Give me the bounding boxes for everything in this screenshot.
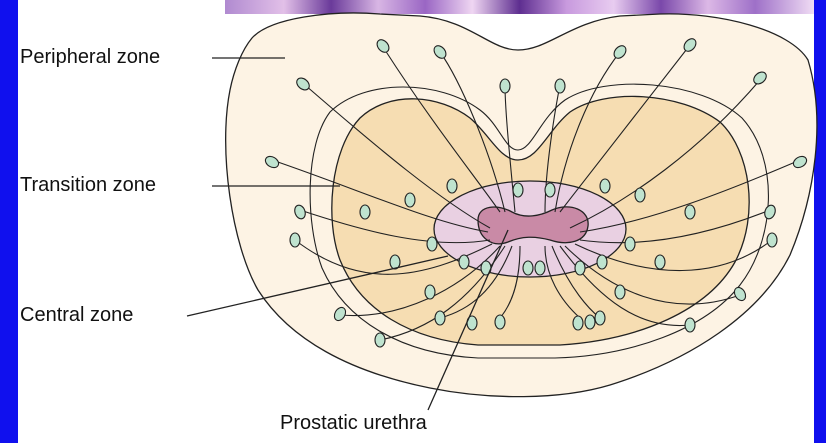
peripheral-zone-label: Peripheral zone [20, 46, 160, 68]
transition-zone-label: Transition zone [20, 174, 156, 196]
prostatic-urethra-label: Prostatic urethra [280, 412, 427, 434]
central-zone-label: Central zone [20, 304, 133, 326]
